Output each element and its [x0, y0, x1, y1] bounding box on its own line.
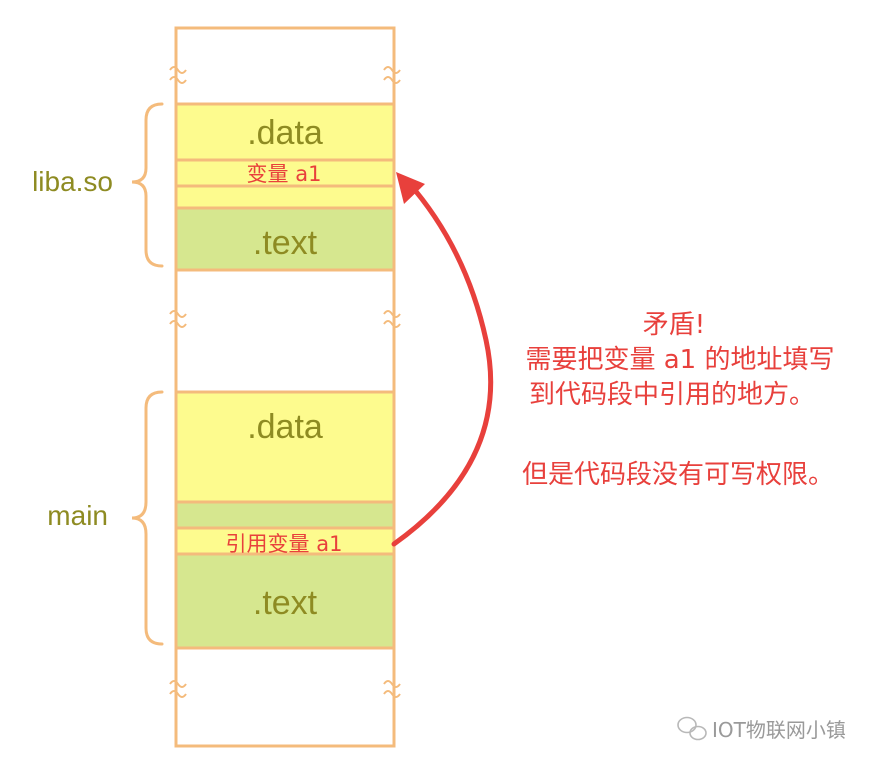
gap-break-marks [169, 66, 401, 698]
main-segments [174, 390, 396, 650]
liba-brace [131, 102, 164, 268]
arrow-head [396, 172, 425, 204]
watermark: IOT物联网小镇 [677, 716, 846, 742]
liba-data-label: .data [247, 114, 323, 152]
main-data-label: .data [247, 408, 323, 446]
contradiction-title: 矛盾! [643, 310, 705, 340]
liba-text-label: .text [253, 224, 318, 262]
liba-var-label: 变量 a1 [247, 162, 322, 186]
liba-text-block [174, 206, 396, 272]
main-text-block [174, 552, 396, 650]
wechat-icon [677, 716, 707, 741]
main-text-head-block [174, 500, 396, 530]
main-brace [131, 390, 164, 646]
reference-arrow [391, 179, 494, 547]
liba-so-label: liba.so [32, 166, 113, 197]
annotation-line-3: 到代码段中引用的地方。 [529, 380, 815, 410]
main-label: main [47, 500, 108, 531]
annotation-line-2: 需要把变量 a1 的地址填写 [525, 345, 834, 375]
main-text-label: .text [253, 584, 318, 622]
liba-segments [174, 102, 396, 272]
watermark-text: IOT物联网小镇 [712, 718, 846, 742]
main-ref-label: 引用变量 a1 [226, 532, 343, 556]
liba-data-block [174, 102, 396, 162]
annotation-line-4: 但是代码段没有可写权限。 [522, 460, 834, 490]
liba-data-tail-block [174, 184, 396, 210]
braces [131, 102, 164, 646]
